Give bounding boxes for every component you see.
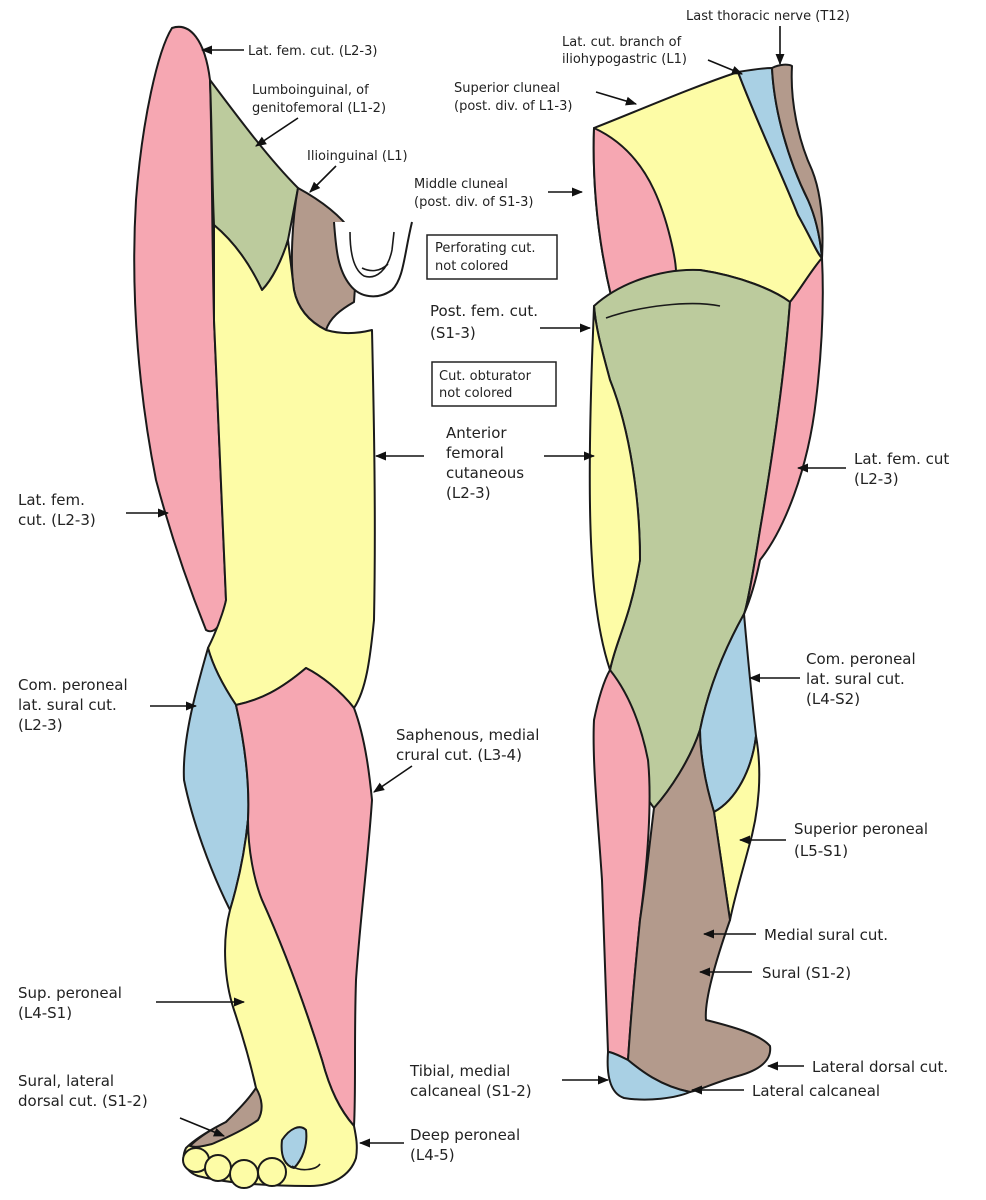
region-anterior-femoral-posterior [588, 305, 641, 671]
label-superior-peroneal-1: Superior peroneal [794, 820, 928, 838]
label-medial-sural: Medial sural cut. [764, 926, 888, 944]
label-middle-cluneal-1: Middle cluneal [414, 177, 508, 192]
label-post-fem-2: (S1-3) [430, 324, 476, 342]
label-com-peroneal-posterior-3: (L4-S2) [806, 690, 860, 708]
label-com-peroneal-2: lat. sural cut. [18, 696, 117, 714]
label-lat-fem-posterior-1: Lat. fem. cut [854, 450, 949, 468]
label-lat-cut-branch-1: Lat. cut. branch of [562, 35, 682, 50]
label-lateral-dorsal: Lateral dorsal cut. [812, 1058, 948, 1076]
label-superior-cluneal-2: (post. div. of L1-3) [454, 99, 572, 114]
label-middle-cluneal-2: (post. div. of S1-3) [414, 195, 533, 210]
label-anterior-femoral-2: femoral [446, 444, 504, 462]
label-anterior-femoral-3: cutaneous [446, 464, 524, 482]
region-sural-lateral-dorsal [189, 1087, 263, 1148]
label-com-peroneal-posterior-1: Com. peroneal [806, 650, 916, 668]
label-com-peroneal-3: (L2-3) [18, 716, 63, 734]
label-com-peroneal-posterior-2: lat. sural cut. [806, 670, 905, 688]
label-ilioinguinal: Ilioinguinal (L1) [307, 149, 408, 164]
region-deep-peroneal [280, 1126, 308, 1169]
anterior-leg [133, 25, 413, 1189]
label-sup-peroneal-2: (L4-S1) [18, 1004, 72, 1022]
label-saphenous-1: Saphenous, medial [396, 726, 539, 744]
anterior-labels: Lat. fem. cut. (L2-3) Lumboinguinal, of … [18, 44, 539, 1164]
label-lat-fem-side-2: cut. (L2-3) [18, 511, 96, 529]
label-deep-peroneal-2: (L4-5) [410, 1146, 455, 1164]
label-lumboinguinal-1: Lumboinguinal, of [252, 83, 369, 98]
label-lat-cut-branch-2: iliohypogastric (L1) [562, 52, 687, 67]
label-tibial-2: calcaneal (S1-2) [410, 1082, 532, 1100]
posterior-labels: Last thoracic nerve (T12) Lat. cut. bran… [409, 9, 949, 1100]
label-sural-lateral-2: dorsal cut. (S1-2) [18, 1092, 148, 1110]
toes-anterior [182, 1147, 321, 1189]
label-deep-peroneal-1: Deep peroneal [410, 1126, 520, 1144]
label-superior-cluneal-1: Superior cluneal [454, 81, 560, 96]
label-sural-posterior: Sural (S1-2) [762, 964, 851, 982]
label-lat-fem-side-1: Lat. fem. [18, 491, 85, 509]
label-anterior-femoral-1: Anterior [446, 424, 507, 442]
label-post-fem-1: Post. fem. cut. [430, 302, 538, 320]
perforating-label-1: Perforating cut. [435, 241, 536, 256]
label-sup-peroneal-1: Sup. peroneal [18, 984, 122, 1002]
label-saphenous-2: crural cut. (L3-4) [396, 746, 522, 764]
posterior-leg [588, 63, 824, 1101]
label-lat-fem-posterior-2: (L2-3) [854, 470, 899, 488]
region-lat-fem-posterior [743, 257, 824, 615]
label-tibial-1: Tibial, medial [409, 1062, 510, 1080]
perforating-label-2: not colored [435, 259, 508, 274]
cut-obturator-label-1: Cut. obturator [439, 369, 532, 384]
label-sural-lateral-1: Sural, lateral [18, 1072, 114, 1090]
region-anterior-femoral [207, 224, 376, 709]
region-sural [627, 729, 772, 1093]
cut-obturator-note-box: Cut. obturator not colored [431, 361, 557, 407]
region-last-thoracic [771, 63, 824, 259]
region-tibial-calcaneal [606, 1051, 691, 1101]
label-superior-peroneal-2: (L5-S1) [794, 842, 848, 860]
label-lat-fem-top: Lat. fem. cut. (L2-3) [248, 44, 377, 59]
label-last-thoracic: Last thoracic nerve (T12) [686, 9, 850, 24]
label-lateral-calcaneal: Lateral calcaneal [752, 1082, 880, 1100]
cut-obturator-label-2: not colored [439, 386, 512, 401]
label-lumboinguinal-2: genitofemoral (L1-2) [252, 101, 386, 116]
perforating-note-box: Perforating cut. not colored [426, 234, 558, 280]
label-com-peroneal-1: Com. peroneal [18, 676, 128, 694]
label-anterior-femoral-4: (L2-3) [446, 484, 491, 502]
